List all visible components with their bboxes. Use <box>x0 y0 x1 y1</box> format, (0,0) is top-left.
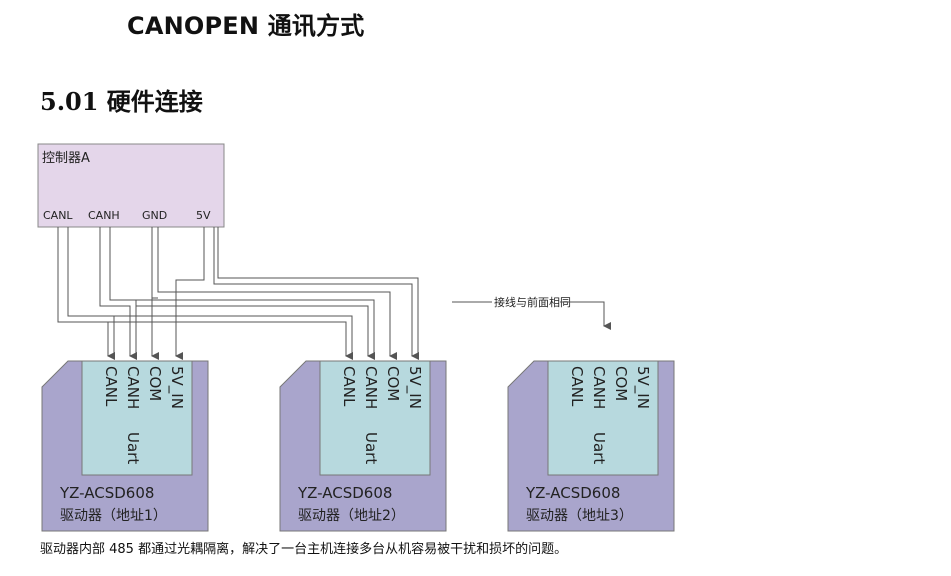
driver-1-model: YZ-ACSD608 <box>59 484 154 502</box>
controller-pin-5v: 5V <box>196 209 211 222</box>
driver-3: CANL CANH COM 5V_IN Uart YZ-ACSD608 驱动器（… <box>507 360 675 532</box>
driver-2-address: 驱动器（地址2） <box>298 508 405 524</box>
driver-3-pin-5v-in: 5V_IN <box>633 366 652 409</box>
section-heading: 5.01 硬件连接 <box>40 87 203 116</box>
driver-2-pin-canh: CANH <box>362 366 380 409</box>
driver-2-model: YZ-ACSD608 <box>297 484 392 502</box>
driver-1-pin-com: COM <box>146 366 164 401</box>
driver-2-pin-com: COM <box>384 366 402 401</box>
driver-1-address: 驱动器（地址1） <box>60 508 167 524</box>
driver-2: CANL CANH COM 5V_IN Uart YZ-ACSD608 驱动器（… <box>279 360 447 532</box>
controller-pin-canl: CANL <box>43 209 73 222</box>
driver-2-module <box>319 360 431 476</box>
document-title: CANOPEN 通讯方式 <box>127 12 365 40</box>
driver-1-uart: Uart <box>124 432 142 464</box>
note-label: 接线与前面相同 <box>494 295 571 309</box>
driver-1-pin-canh: CANH <box>124 366 142 409</box>
driver-1-pin-canl: CANL <box>102 366 120 407</box>
driver-3-uart: Uart <box>590 432 608 464</box>
caption: 驱动器内部 485 都通过光耦隔离，解决了一台主机连接多台从机容易被干扰和损坏的… <box>40 542 568 557</box>
driver-1: CANL CANH COM 5V_IN Uart YZ-ACSD608 驱动器（… <box>41 360 209 532</box>
controller-label: 控制器A <box>42 151 90 166</box>
wires <box>57 227 419 360</box>
driver-1-module <box>81 360 193 476</box>
driver-3-module <box>547 360 659 476</box>
controller-box <box>37 143 225 228</box>
driver-3-pin-com: COM <box>612 366 630 401</box>
controller-pin-gnd: GND <box>142 209 167 222</box>
controller-pin-canh: CANH <box>88 209 120 222</box>
driver-3-model: YZ-ACSD608 <box>525 484 620 502</box>
driver-3-pin-canh: CANH <box>590 366 608 409</box>
driver-3-address: 驱动器（地址3） <box>526 508 633 524</box>
driver-2-uart: Uart <box>362 432 380 464</box>
driver-3-pin-canl: CANL <box>568 366 586 407</box>
driver-2-pin-5v-in: 5V_IN <box>405 366 424 409</box>
driver-2-pin-canl: CANL <box>340 366 358 407</box>
driver-1-pin-5v-in: 5V_IN <box>167 366 186 409</box>
